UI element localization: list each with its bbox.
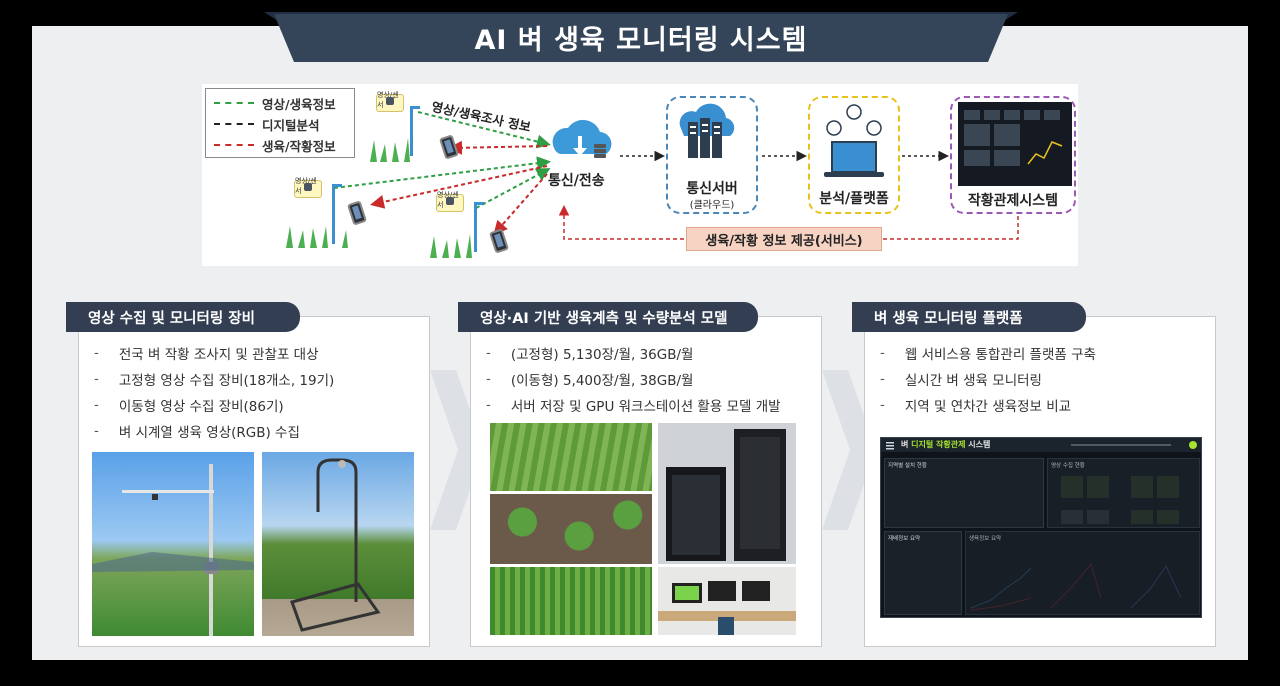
dashboard-screenshot: 벼 디지털 작황관제 시스템 지역별 설치 현황 영상 수집 현황 재배정보 요… xyxy=(880,437,1202,618)
rice-field-photo xyxy=(490,423,652,491)
list-item: 서버 저장 및 GPU 워크스테이션 활용 모델 개발 xyxy=(486,392,781,418)
legend-label: 생육/작황정보 xyxy=(262,138,336,154)
title-banner: AI 벼 생육 모니터링 시스템 xyxy=(264,12,1018,62)
legend-line-icon xyxy=(214,123,254,125)
server-sublabel: (클라우드) xyxy=(689,200,735,211)
diagram-connectors xyxy=(286,102,1072,258)
rice-topview-photo xyxy=(490,494,652,564)
camera-sensor-icon: 영상/센서 xyxy=(294,177,322,198)
workstation-photo xyxy=(658,567,796,635)
fixed-camera-photo xyxy=(92,452,254,636)
legend: 영상/생육정보 디지털분석 생육/작황정보 xyxy=(205,88,355,158)
legend-item: 생육/작황정보 xyxy=(214,135,336,155)
list-item: 실시간 벼 생육 모니터링 xyxy=(880,366,1096,392)
control-box xyxy=(950,96,1076,214)
server-rack-photo xyxy=(658,423,796,564)
camera-sensor-icon: 영상/센서 xyxy=(376,91,404,112)
list-item: 벼 시계열 생육 영상(RGB) 수집 xyxy=(94,418,334,444)
camera-sensor-icon: 영상/센서 xyxy=(436,191,464,212)
section-title: 벼 생육 모니터링 플랫폼 xyxy=(852,302,1086,332)
list-item: 지역 및 연차간 생육정보 비교 xyxy=(880,392,1096,418)
analysis-label: 분석/플랫폼 xyxy=(819,191,889,207)
analysis-box xyxy=(808,96,900,214)
list-item: 전국 벼 작황 조사지 및 관찰포 대상 xyxy=(94,340,334,366)
legend-item: 영상/생육정보 xyxy=(214,93,336,113)
rice-rows-photo xyxy=(490,567,652,635)
dashboard-panel: 생육정보 요약 xyxy=(965,531,1200,615)
section-title: 영상 수집 및 모니터링 장비 xyxy=(66,302,300,332)
title-banner-shape xyxy=(264,12,1018,62)
dashboard-header: 벼 디지털 작황관제 시스템 xyxy=(881,438,1201,452)
list-item: 웹 서비스용 통합관리 플랫폼 구축 xyxy=(880,340,1096,366)
control-label: 작황관제시스템 xyxy=(967,193,1059,209)
system-diagram: 영상/생육정보 디지털분석 생육/작황정보 영상/센서 영상/센서 영상/센서 … xyxy=(202,84,1078,266)
legend-line-icon xyxy=(214,144,254,146)
equipment-bullets: 전국 벼 작황 조사지 및 관찰포 대상 고정형 영상 수집 장비(18개소, … xyxy=(94,340,334,444)
dashboard-panel: 영상 수집 현황 xyxy=(1047,458,1200,528)
list-item: 고정형 영상 수집 장비(18개소, 19기) xyxy=(94,366,334,392)
list-item: 이동형 영상 수집 장비(86기) xyxy=(94,392,334,418)
legend-label: 디지털분석 xyxy=(262,117,320,133)
server-label: 통신서버 xyxy=(686,181,738,197)
legend-item: 디지털분석 xyxy=(214,114,320,134)
model-bullets: (고정형) 5,130장/월, 36GB/월 (이동형) 5,400장/월, 3… xyxy=(486,340,781,418)
list-item: (이동형) 5,400장/월, 38GB/월 xyxy=(486,366,781,392)
feedback-label: 생육/작황 정보 제공(서비스) xyxy=(686,227,882,251)
mobile-camera-photo xyxy=(262,452,414,636)
page-title: AI 벼 생육 모니터링 시스템 xyxy=(474,24,808,56)
dashboard-title: 벼 디지털 작황관제 시스템 xyxy=(901,440,991,449)
list-item: (고정형) 5,130장/월, 36GB/월 xyxy=(486,340,781,366)
section-title: 영상·AI 기반 생육계측 및 수량분석 모델 xyxy=(458,302,758,332)
dashboard-panel: 지역별 설치 현황 xyxy=(884,458,1044,528)
legend-label: 영상/생육정보 xyxy=(262,96,336,112)
comm-label: 통신/전송 xyxy=(548,173,605,189)
legend-line-icon xyxy=(214,102,254,104)
dashboard-panel: 재배정보 요약 xyxy=(884,531,962,615)
server-box xyxy=(666,96,758,214)
platform-bullets: 웹 서비스용 통합관리 플랫폼 구축 실시간 벼 생육 모니터링 지역 및 연차… xyxy=(880,340,1096,418)
